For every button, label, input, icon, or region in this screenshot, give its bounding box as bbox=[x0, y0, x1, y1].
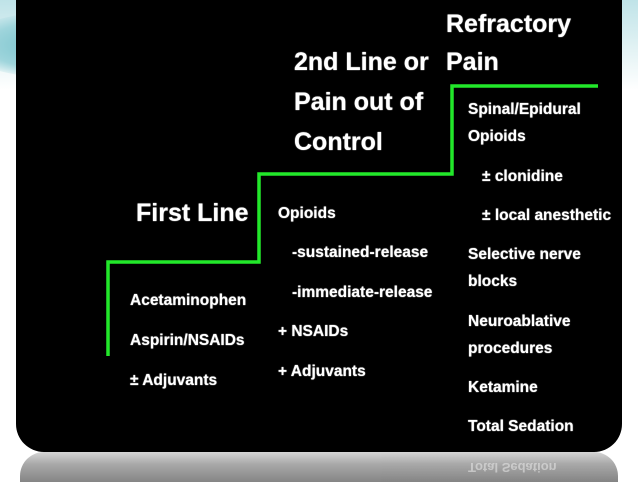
slide-reflection: Total Sedation bbox=[20, 452, 618, 482]
step3-item: Selective nerve bbox=[468, 246, 581, 263]
step2-heading-line: Pain out of bbox=[294, 88, 424, 116]
step3-heading-line: Pain bbox=[446, 48, 499, 76]
staircase-line bbox=[106, 84, 598, 356]
step3-item: Ketamine bbox=[468, 379, 538, 396]
step2-item: + Adjuvants bbox=[278, 363, 366, 380]
step2-item: + NSAIDs bbox=[278, 323, 349, 340]
step3-item: Spinal/Epidural bbox=[468, 101, 581, 118]
step2-item: -immediate-release bbox=[292, 284, 433, 301]
step3-item: blocks bbox=[468, 273, 518, 290]
reflection-text: Total Sedation bbox=[468, 460, 557, 475]
step3-item: ± clonidine bbox=[482, 168, 563, 185]
step1-heading: First Line bbox=[136, 199, 249, 227]
step3-item: procedures bbox=[468, 340, 553, 357]
step2-item: Opioids bbox=[278, 205, 336, 222]
step3-item: Neuroablative bbox=[468, 313, 571, 330]
step1-item: Aspirin/NSAIDs bbox=[130, 332, 245, 349]
slide-panel: First Line Acetaminophen Aspirin/NSAIDs … bbox=[16, 0, 622, 452]
step3-item: Opioids bbox=[468, 128, 526, 145]
step3-item: ± local anesthetic bbox=[482, 207, 612, 224]
step3-heading-line: Refractory bbox=[446, 10, 572, 38]
step2-heading-line: 2nd Line or bbox=[294, 48, 429, 76]
step3-item: Total Sedation bbox=[468, 418, 574, 435]
step2-item: -sustained-release bbox=[292, 244, 429, 261]
step1-item: ± Adjuvants bbox=[130, 372, 218, 389]
step2-heading-line: Control bbox=[294, 128, 383, 156]
step1-item: Acetaminophen bbox=[130, 292, 247, 309]
